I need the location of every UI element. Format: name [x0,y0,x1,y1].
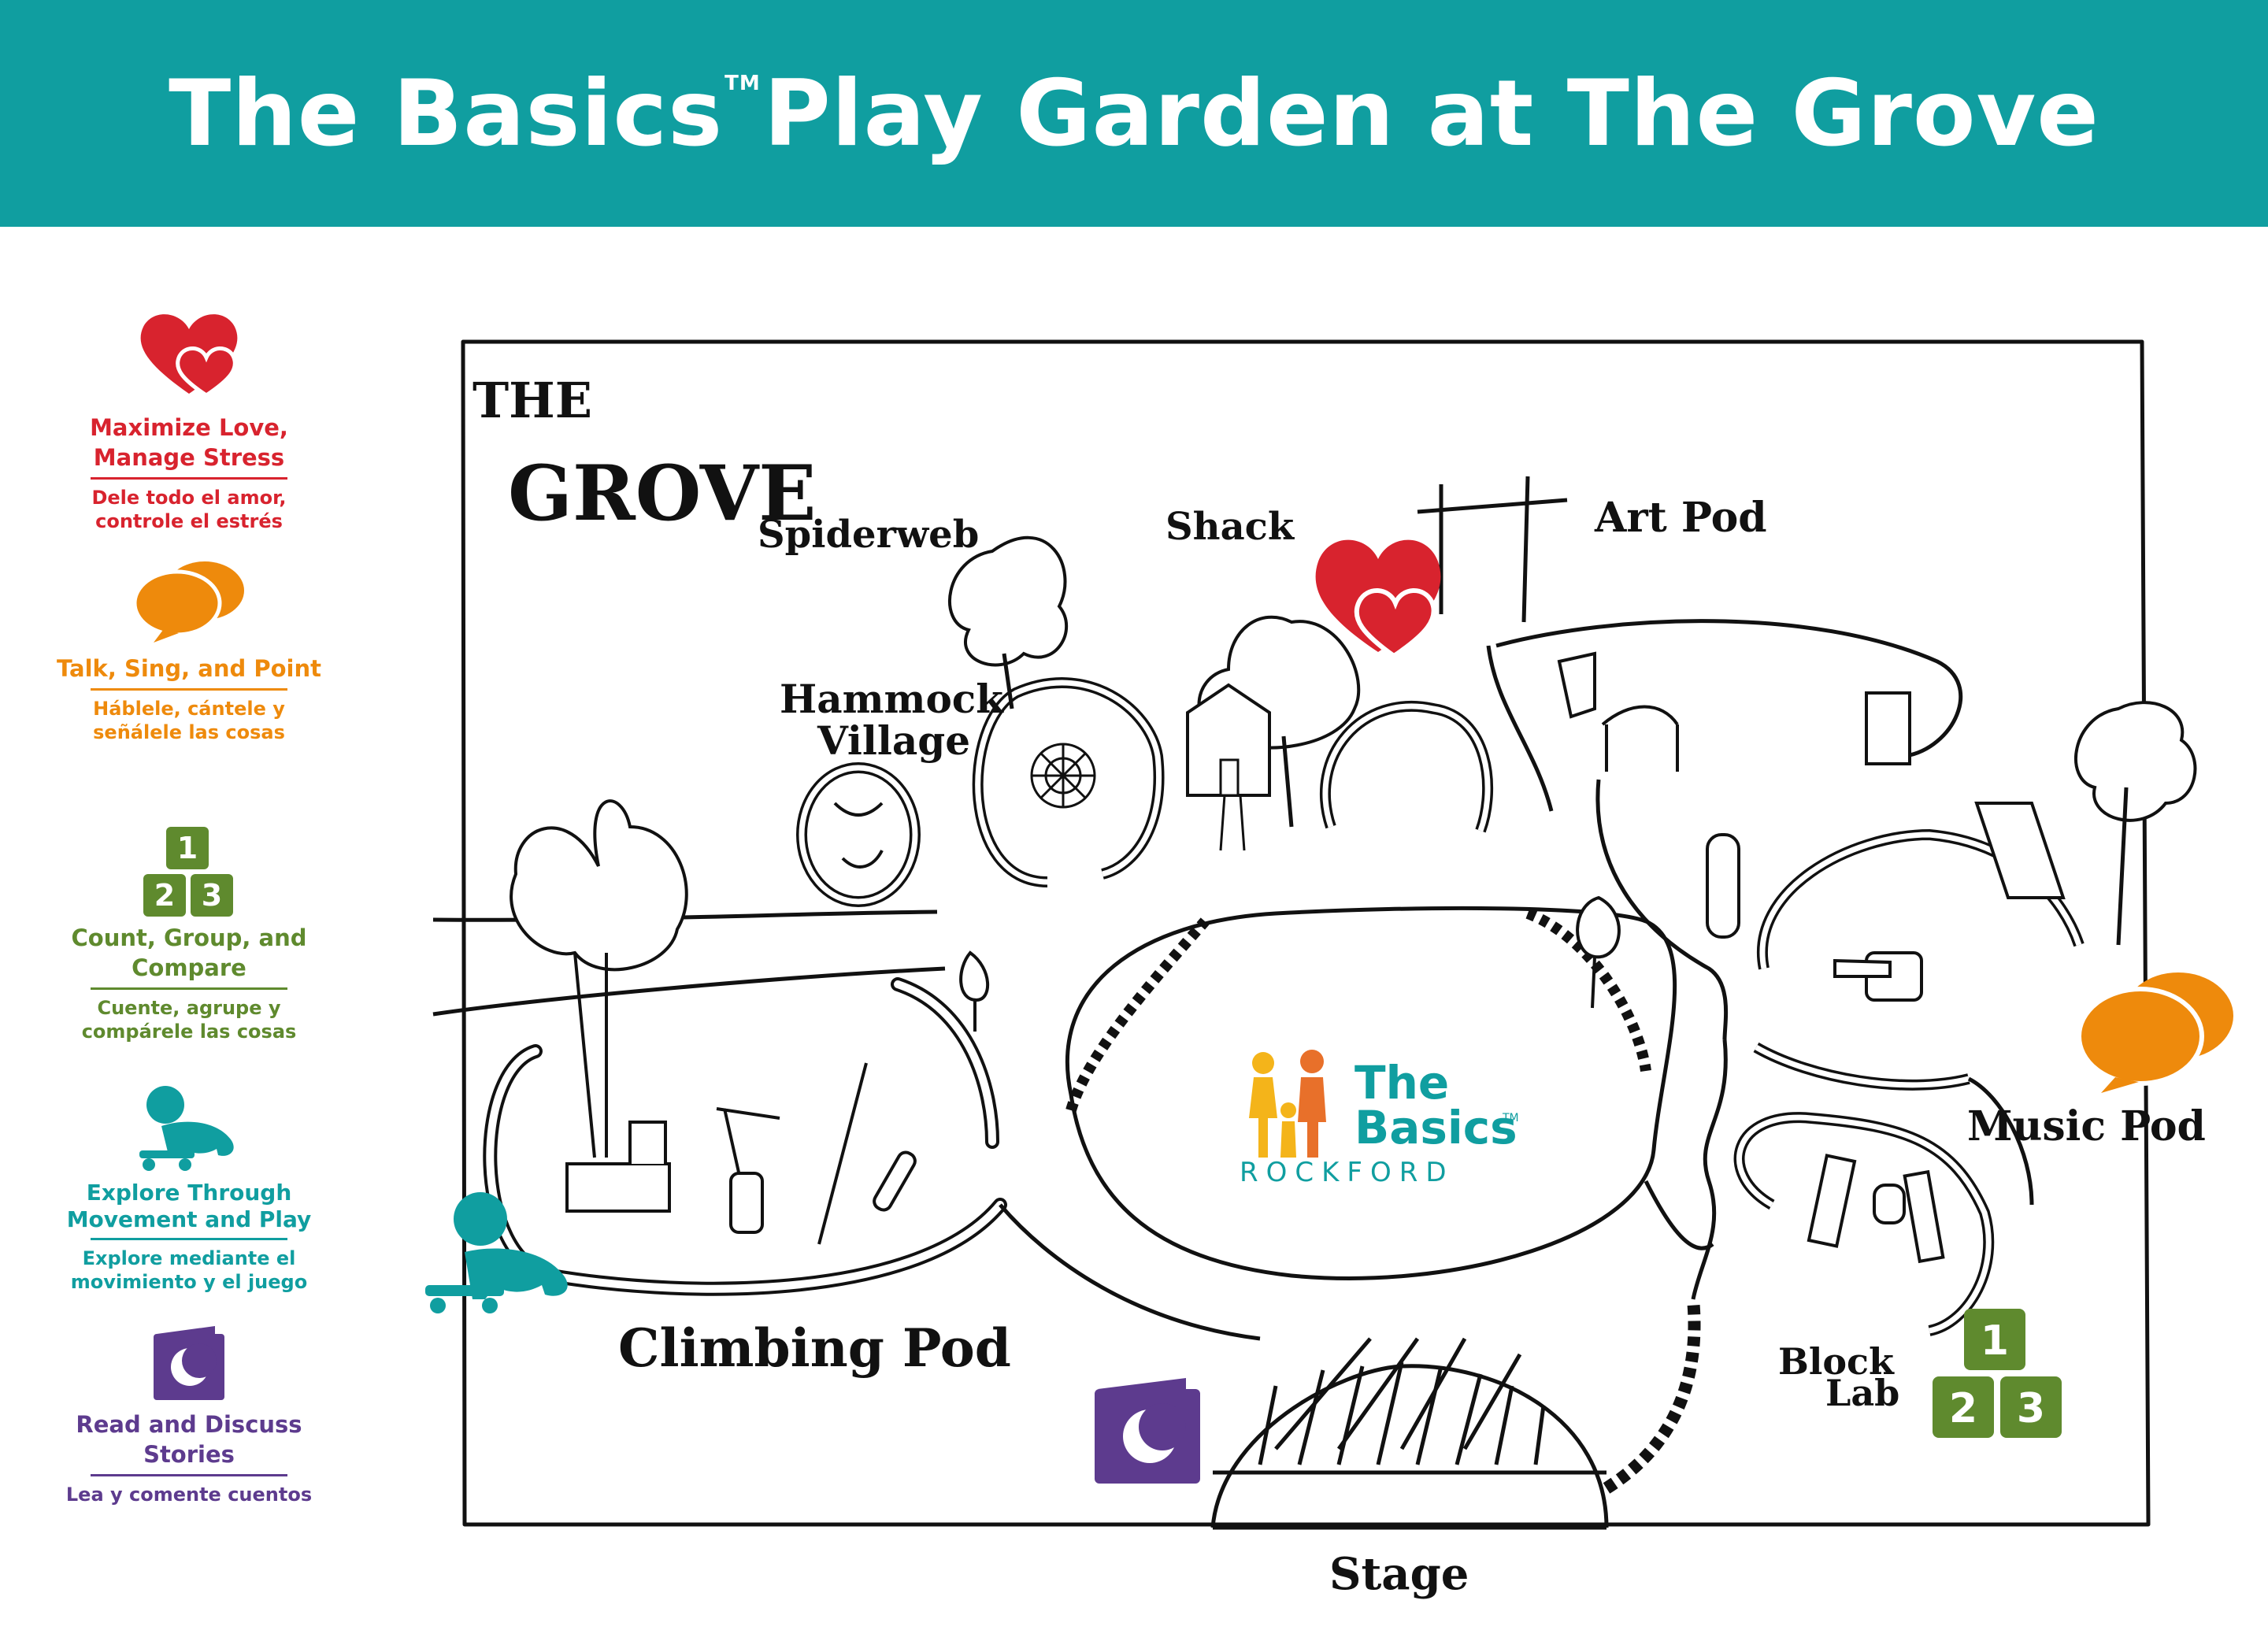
title-part-2: Play Garden at The Grove [763,60,2099,167]
music-pod-label: Music Pod [1967,1102,2206,1150]
block-1: 1 [166,827,209,869]
legend-item-love: Maximize Love, Manage Stress Dele todo e… [55,307,323,533]
speech-bubbles-icon [2077,972,2233,1093]
hammock-label-line2: Village [817,717,970,764]
title-part-1: The Basics [169,60,724,167]
legend-talk-spanish: Háblele, cántele y señálele las cosas [93,698,285,743]
garden-map: THE GROVE Spiderweb Shack Art Pod Hammoc… [425,339,2233,1600]
legend-explore-label: Explore Through Movement and Play [66,1180,312,1232]
logo-trademark: TM [1502,1112,1519,1124]
storybook-icon [154,1326,224,1400]
path [1691,1039,1728,1300]
tree [510,799,688,1158]
divider [91,688,287,691]
path [1595,779,1729,1040]
number-blocks-icon: 1 2 3 [1933,1309,2062,1438]
entry-path [432,909,938,922]
family-icon [1249,1050,1326,1158]
crawling-baby-icon [425,1192,568,1313]
legend-item-talk: Talk, Sing, and Point Háblele, cántele y… [55,558,323,744]
lawn-posts [1065,908,1651,1112]
grove-label: GROVE [508,449,816,538]
block-2: 2 [143,874,186,917]
spiderweb-label: Spiderweb [758,513,979,557]
shack [1186,615,1361,851]
legend-love-label: Maximize Love, Manage Stress [90,414,288,471]
speech-bubbles-icon [132,561,244,643]
legend-read-spanish: Lea y comente cuentos [65,1484,313,1506]
climbing-pod-label: Climbing Pod [618,1317,1011,1379]
art-pod [1417,476,1963,812]
legend-item-count: 1 2 3 Count, Group, and Compare Cuente, … [55,827,323,1043]
trademark: TM [724,71,761,95]
block-lab [1733,1112,1995,1336]
divider [91,1474,287,1476]
hammock-village [796,762,921,907]
block-2: 2 [1949,1385,1977,1432]
stage [1210,1298,1701,1530]
block-3: 3 [191,874,233,917]
legend-explore-spanish: Explore mediante el movimiento y el jueg… [70,1247,308,1293]
path [999,1203,1261,1341]
spiderweb-pod [948,535,1165,887]
legend-count-spanish: Cuente, agrupe y compárele las cosas [81,997,297,1043]
music-pod [1706,701,2197,1091]
grove-label-the: THE [472,372,592,429]
hammock-label-line1: Hammock [780,676,1004,722]
entry-path [432,966,946,1017]
page-title: The BasicsTMPlay Garden at The Grove [169,61,2099,167]
path [1644,1180,1714,1250]
legend-read-label: Read and Discuss Stories [76,1411,302,1468]
block-lab-label-line2: Lab [1825,1372,1899,1414]
legend-love-spanish: Dele todo el amor, controle el estrés [91,487,287,532]
shack-label: Shack [1166,505,1295,549]
central-lawn [1065,906,1677,1280]
block-lab-label-line1: Block [1778,1340,1895,1383]
stage-label: Stage [1329,1548,1469,1600]
divider [91,477,287,480]
the-basics-rockford-logo: The Basics TM ROCKFORD [1240,1050,1519,1188]
hearts-icon [1315,539,1441,659]
divider [91,1238,287,1240]
logo-line1: The [1354,1056,1449,1110]
block-3: 3 [2017,1385,2045,1432]
legend-item-explore: Explore Through Movement and Play Explor… [55,1083,323,1294]
climbing-structures [565,1062,917,1245]
title-banner: The BasicsTMPlay Garden at The Grove [0,0,2268,227]
legend-talk-label: Talk, Sing, and Point [57,655,321,682]
legend-item-read: Read and Discuss Stories Lea y comente c… [55,1323,323,1506]
art-pod-label: Art Pod [1594,494,1767,542]
legend-count-label: Count, Group, and Compare [71,924,307,981]
grove-boundary [461,339,2151,1527]
hearts-icon [140,314,238,398]
small-tree [1576,895,1621,1009]
crawling-baby-icon [139,1086,234,1171]
path [1967,1076,2034,1206]
number-blocks-icon: 1 2 3 [143,827,235,918]
divider [91,987,287,990]
logo-line2: Basics [1354,1101,1518,1154]
logo-line3: ROCKFORD [1240,1157,1455,1188]
small-tree [959,950,989,1032]
storybook-icon [1095,1378,1200,1484]
block-1: 1 [1981,1317,2009,1365]
